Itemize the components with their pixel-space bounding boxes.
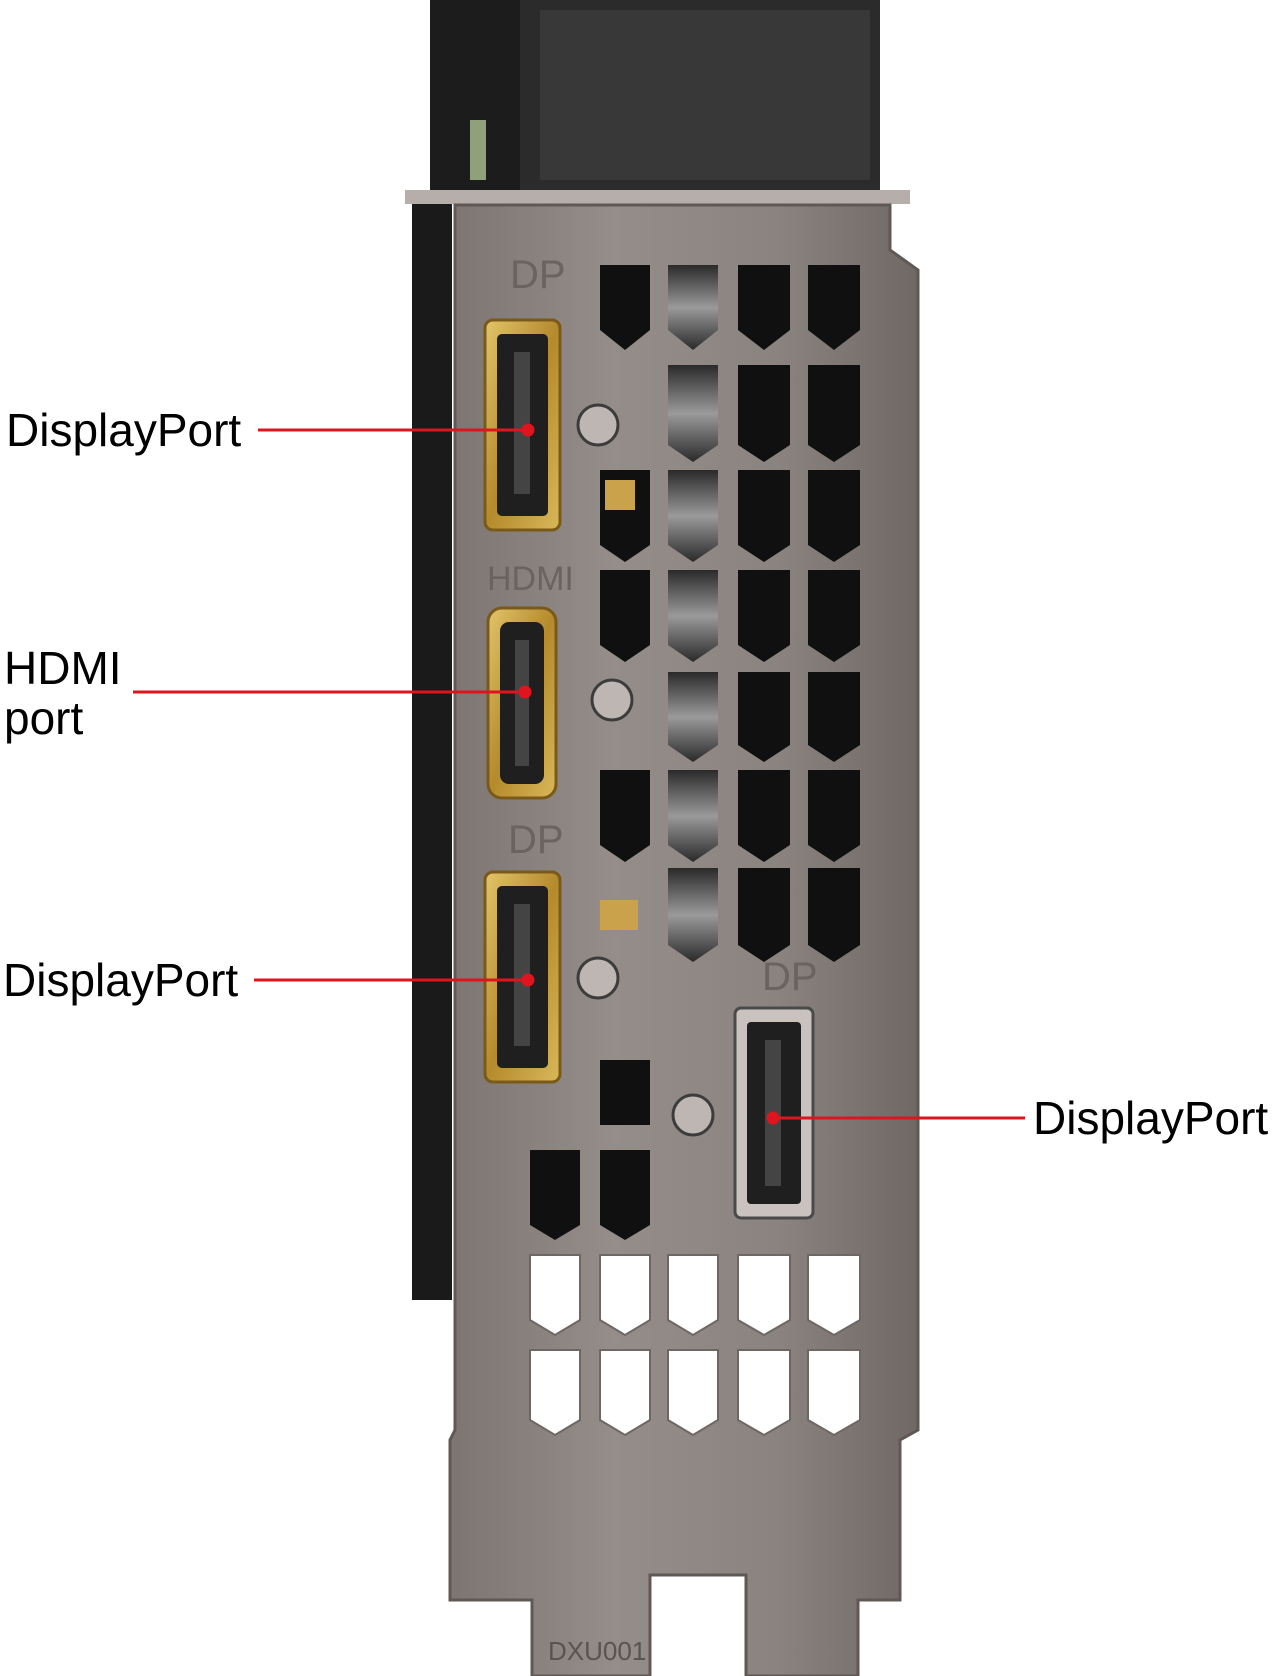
marking-dp-middle: DP xyxy=(508,818,564,862)
displayport-connector-top xyxy=(483,318,562,532)
callout-label-displayport-right: DisplayPort xyxy=(1033,1092,1269,1144)
callout-label-displayport-middle: DisplayPort xyxy=(3,954,239,1006)
bracket-screws xyxy=(576,403,715,1137)
callout-label-displayport-top: DisplayPort xyxy=(6,404,242,456)
callout-lines xyxy=(133,423,1025,1125)
marking-dp-right: DP xyxy=(762,955,818,999)
hdmi-connector xyxy=(486,606,558,800)
marking-hdmi: HDMI xyxy=(487,560,574,598)
marking-part-code: DXU001 xyxy=(548,1636,646,1666)
vent-grille xyxy=(529,265,861,1437)
marking-dp-top: DP xyxy=(510,253,566,297)
graphics-card-body xyxy=(405,0,910,1300)
callout-label-hdmi-port: HDMI port xyxy=(4,642,122,744)
